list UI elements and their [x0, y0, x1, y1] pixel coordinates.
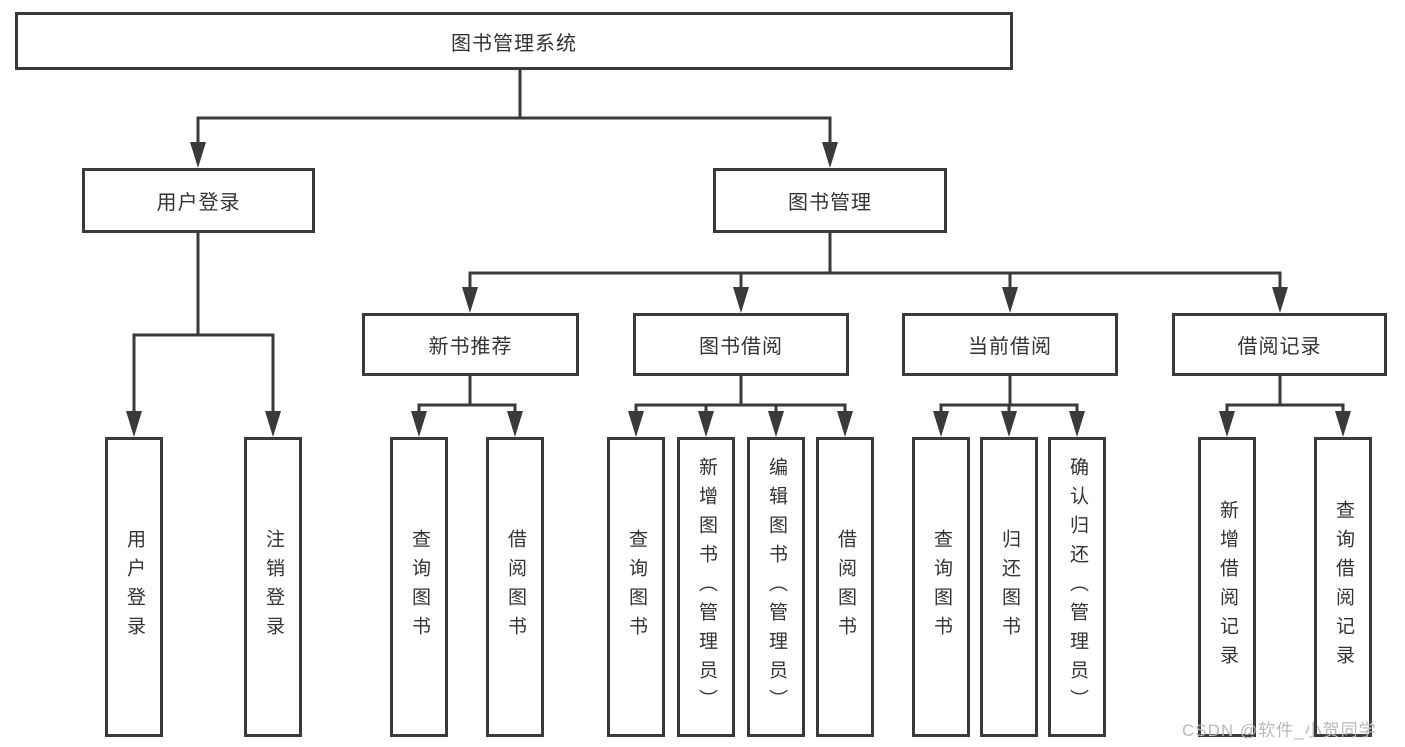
csdn-watermark: CSDN @软件_小贺同学 [1182, 721, 1377, 740]
leaf-user-login: 用户登录 [105, 437, 163, 737]
leaf-query-books-current: 查询图书 [912, 437, 970, 737]
node-borrowing-records: 借阅记录 [1172, 313, 1387, 376]
arrowhead [733, 287, 749, 313]
leaf-query-borrow-record: 查询借阅记录 [1314, 437, 1372, 737]
leaf-query-books-borrowing: 查询图书 [607, 437, 665, 737]
arrowhead [1272, 287, 1288, 313]
arrowhead [698, 411, 714, 437]
arrowhead [265, 411, 281, 437]
arrowhead [1219, 411, 1235, 437]
leaf-add-books-admin: 新增图书（管理员） [677, 437, 735, 737]
leaf-borrow-books-recommend: 借阅图书 [486, 437, 544, 737]
connector-user-login-split [126, 233, 281, 437]
leaf-add-borrow-record: 新增借阅记录 [1198, 437, 1256, 737]
connector-book-mgmt-split [462, 233, 1288, 313]
connector-current-borrow-split [933, 376, 1085, 437]
arrowhead [462, 287, 478, 313]
arrowhead [1335, 411, 1351, 437]
leaf-query-books-recommend: 查询图书 [390, 437, 448, 737]
node-new-book-recommend: 新书推荐 [362, 313, 579, 376]
node-current-borrowing: 当前借阅 [902, 313, 1118, 376]
arrowhead [1001, 411, 1017, 437]
arrowhead [1069, 411, 1085, 437]
node-user-login: 用户登录 [82, 168, 315, 233]
leaf-borrow-books: 借阅图书 [816, 437, 874, 737]
arrowhead [190, 142, 206, 168]
connector-book-borrow-split [628, 376, 853, 437]
leaf-edit-books-admin: 编辑图书（管理员） [747, 437, 805, 737]
arrowhead [628, 411, 644, 437]
arrowhead [1002, 287, 1018, 313]
arrowhead [507, 411, 523, 437]
arrowhead [768, 411, 784, 437]
node-book-management: 图书管理 [713, 168, 947, 233]
arrowhead [822, 142, 838, 168]
leaf-logout: 注销登录 [244, 437, 302, 737]
connector-new-book-split [411, 376, 523, 437]
arrowhead [837, 411, 853, 437]
node-library-management-system: 图书管理系统 [15, 12, 1013, 70]
leaf-return-books: 归还图书 [980, 437, 1038, 737]
leaf-confirm-return-admin: 确认归还（管理员） [1048, 437, 1106, 737]
connector-root-split [190, 70, 838, 168]
arrowhead [126, 411, 142, 437]
arrowhead [933, 411, 949, 437]
node-book-borrowing: 图书借阅 [633, 313, 849, 376]
connector-borrow-record-split [1219, 376, 1351, 437]
arrowhead [411, 411, 427, 437]
